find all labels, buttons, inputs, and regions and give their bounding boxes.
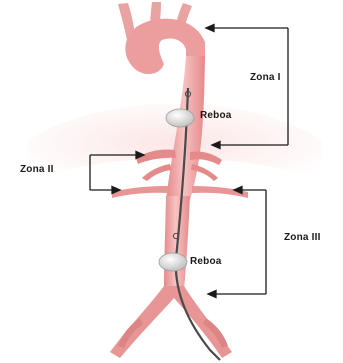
zone-3-bracket <box>208 187 266 298</box>
lower-balloon <box>159 253 187 271</box>
lower-balloon-label: Reboa <box>190 256 222 267</box>
zone-1-label: Zona I <box>248 72 283 83</box>
upper-balloon-label: Reboa <box>200 110 232 121</box>
upper-balloon <box>166 109 194 127</box>
zone-3-label: Zona III <box>284 232 321 243</box>
zone-2-label: Zona II <box>20 164 54 175</box>
